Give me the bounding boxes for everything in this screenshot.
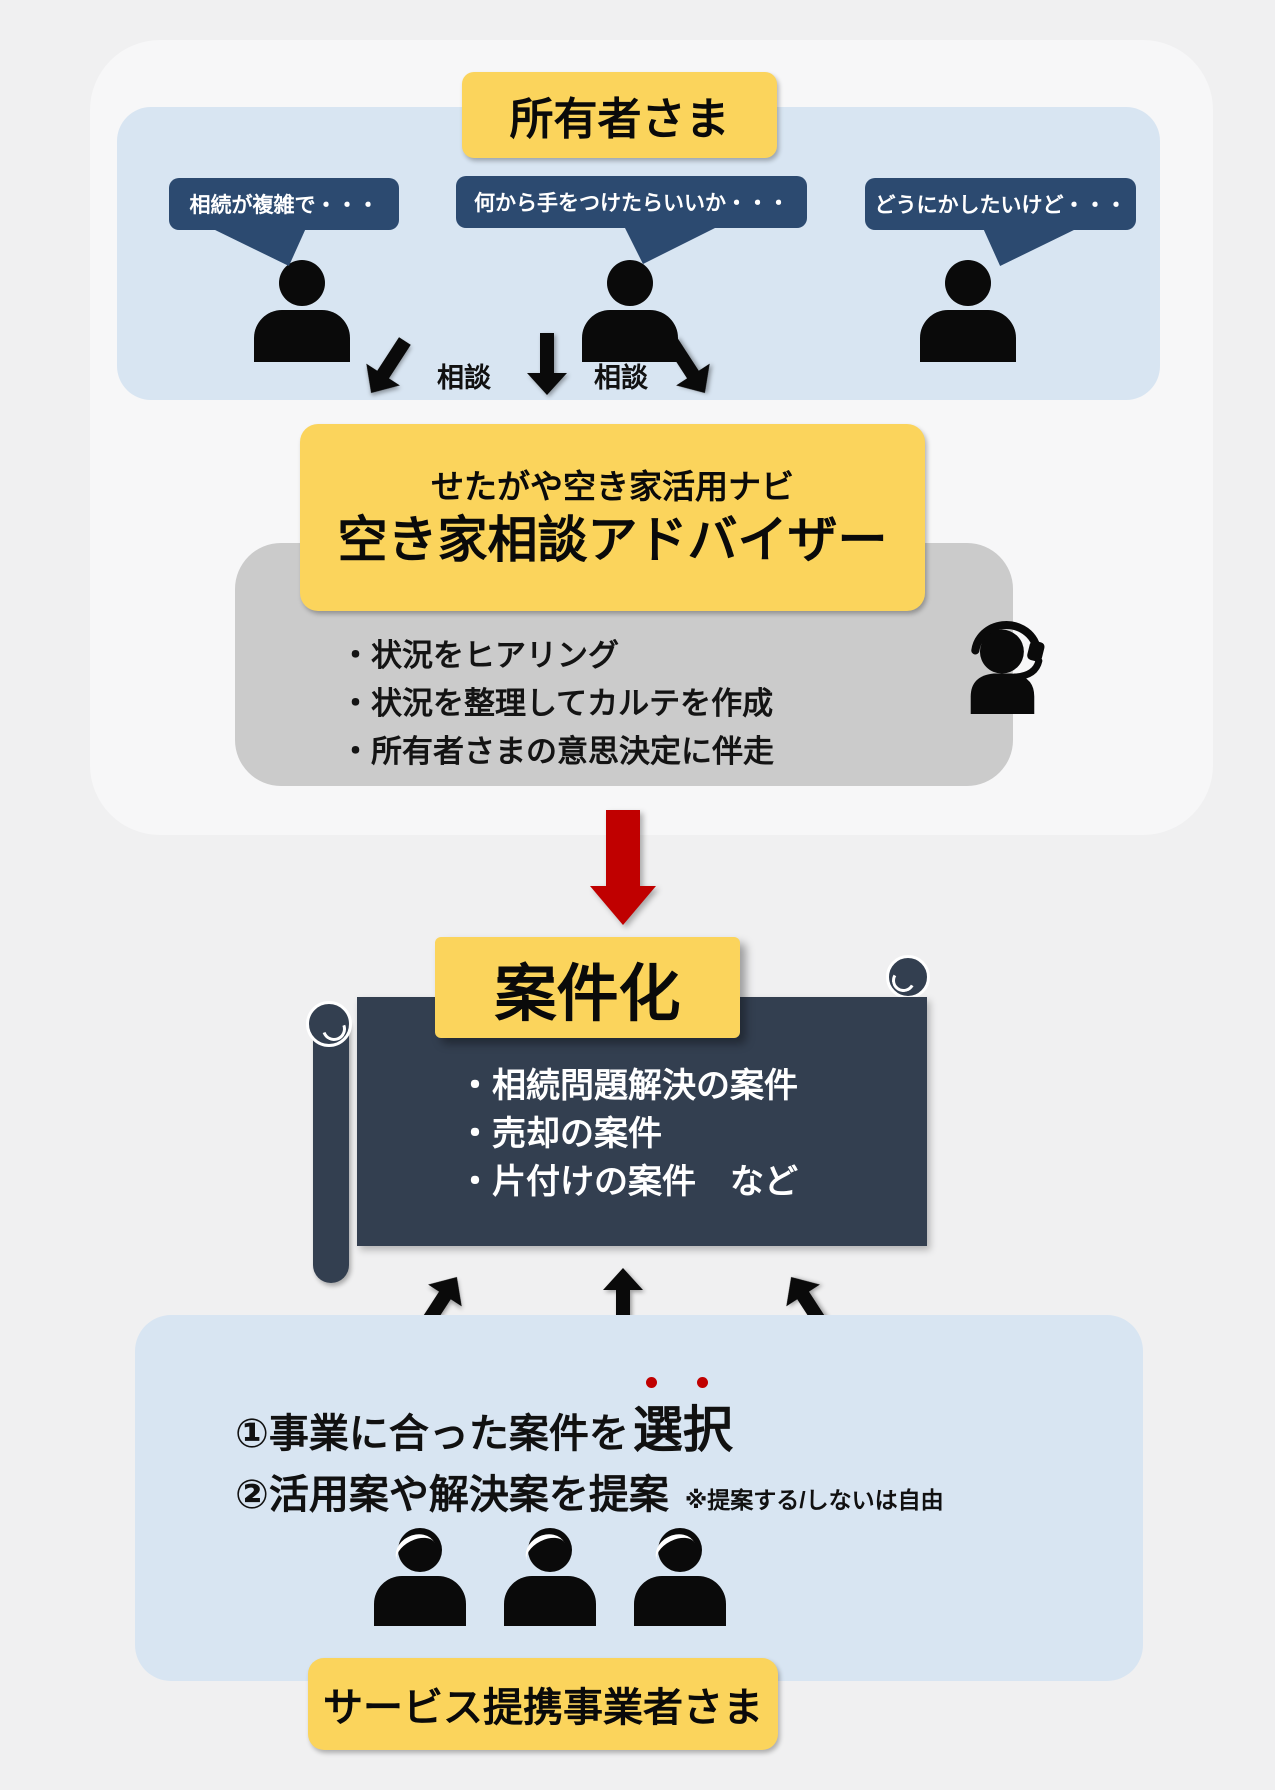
partners-step2-note: ※提案する/しないは自由 [684,1487,944,1513]
case-title: 案件化 [494,959,681,1029]
case-item-3: ・片付けの案件 など [458,1163,798,1201]
owners-title-box: 所有者さま [462,72,777,158]
case-item-2: ・売却の案件 [458,1115,662,1153]
owner-speech-text-3: どうにかしたいけど・・・ [874,194,1127,217]
advisor-title: 空き家相談アドバイザー [337,511,888,568]
advisor-subtitle: せたがや空き家活用ナビ [431,467,794,505]
owner-speech-bubble-2: 何から手をつけたらいいか・・・ [456,176,807,264]
partners-step-1: ①事業に合った案件を選択 [235,1377,733,1462]
owner-speech-bubble-3: どうにかしたいけど・・・ [865,178,1136,266]
owner-speech-bubble-1: 相続が複雑で・・・ [169,178,399,266]
owner-speech-text-1: 相続が複雑で・・・ [189,194,379,217]
owner-speech-text-2: 何から手をつけたらいいか・・・ [474,192,789,215]
owner-person-icon [918,260,1018,362]
partners-step2-text: ②活用案や解決案を提案 [235,1473,669,1517]
consult-label-right: 相談 [594,363,648,393]
partners-step1-emphasis: 選択 [633,1377,733,1462]
advisor-title-box: せたがや空き家活用ナビ 空き家相談アドバイザー [300,424,925,611]
case-item-1: ・相続問題解決の案件 [458,1067,798,1105]
owner-person-icon [580,260,680,362]
partner-person-icon [500,1528,600,1628]
partner-person-icon [370,1528,470,1628]
partners-title-box: サービス提携事業者さま [308,1658,778,1750]
scroll-curl-right-icon [886,955,930,999]
partners-step-2: ②活用案や解決案を提案 ※提案する/しないは自由 [235,1462,944,1520]
partners-step1-text: ①事業に合った案件を [235,1412,629,1456]
advisor-bullet-list: ・状況をヒアリング ・状況を整理してカルテを作成 ・所有者さまの意思決定に伴走 [340,632,774,776]
consult-label-left: 相談 [437,363,491,393]
partners-title: サービス提携事業者さま [323,1686,763,1730]
case-scroll-banner [357,997,927,1246]
case-item-list: ・相続問題解決の案件 ・売却の案件 ・片付けの案件 など [458,1062,798,1206]
advisor-bullet-3: ・所有者さまの意思決定に伴走 [340,734,774,769]
partner-person-icon [630,1528,730,1628]
red-flow-arrow-icon [590,810,656,925]
advisor-bullet-1: ・状況をヒアリング [340,638,619,673]
scroll-left-edge [313,1022,349,1283]
advisor-bullet-2: ・状況を整理してカルテを作成 [340,686,774,721]
owners-title: 所有者さま [509,95,730,144]
headset-operator-icon [958,606,1062,718]
scroll-curl-left-icon [306,1001,352,1047]
case-title-box: 案件化 [435,937,740,1038]
consult-arrow-down-center-icon [527,333,567,395]
owner-person-icon [252,260,352,362]
